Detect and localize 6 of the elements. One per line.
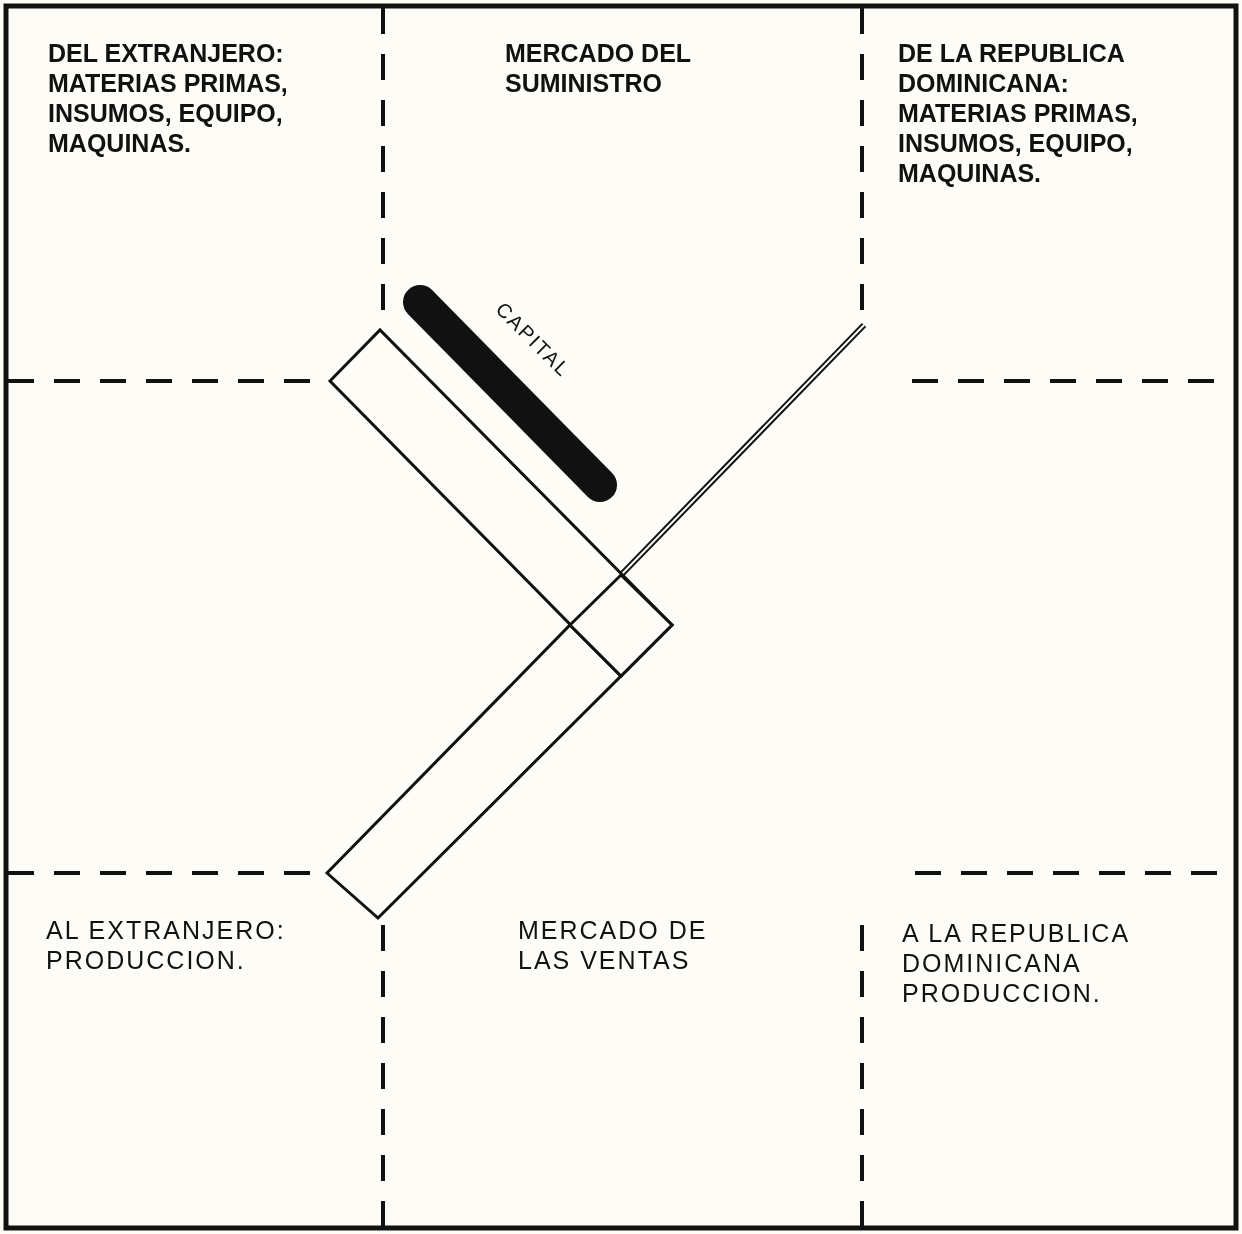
- region-label: DEL EXTRANJERO: MATERIAS PRIMAS, INSUMOS, EQUIPO, MAQUINAS.: [48, 38, 289, 158]
- region-label: MERCADO DEL SUMINISTRO: [505, 38, 692, 98]
- region-label: AL EXTRANJERO: PRODUCCION.: [46, 915, 287, 975]
- region-label: DE LA REPUBLICA DOMINICANA: MATERIAS PRIMAS, INSUMOS, EQUIPO, MAQUINAS.: [898, 38, 1139, 188]
- region-label: A LA REPUBLICA DOMINICANA PRODUCCION.: [902, 918, 1130, 1008]
- region-label: MERCADO DE LAS VENTAS: [518, 915, 709, 975]
